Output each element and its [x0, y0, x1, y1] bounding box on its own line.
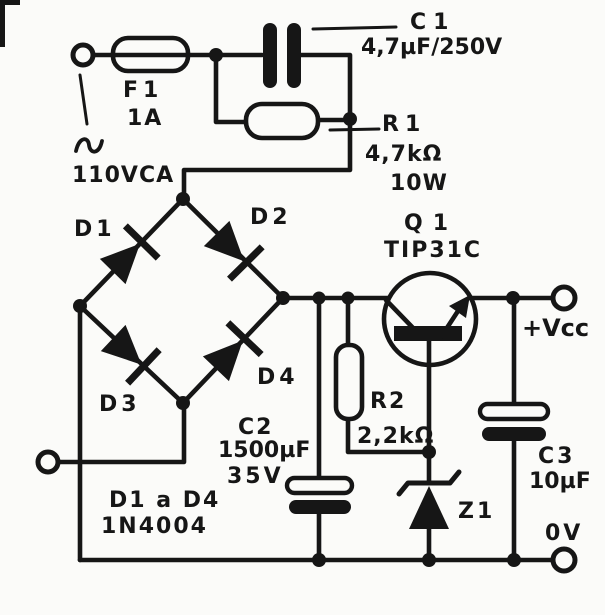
res-r1-label: R1 — [382, 112, 427, 137]
diode-d2-symbol — [203, 220, 265, 282]
diode-d3-label: D3 — [99, 392, 141, 417]
output-vcc-label: +Vcc — [522, 314, 590, 342]
diode-d4-symbol — [202, 320, 264, 382]
cap-c2-label: C2 — [238, 415, 274, 440]
diode-d2-label: D2 — [250, 205, 292, 230]
cap-c2-value: 1500µF — [218, 438, 311, 463]
zener-z1-label: Z1 — [458, 499, 496, 524]
res-r1-symbol — [243, 101, 321, 141]
terminal-0v — [550, 546, 578, 574]
res-r1-power: 10W — [390, 171, 448, 196]
cap-c1-symbol — [263, 23, 301, 88]
wire-ac-return — [56, 401, 187, 465]
terminals — [35, 42, 578, 574]
transistor-q1-symbol — [381, 270, 479, 368]
res-r2-symbol — [333, 342, 365, 422]
zener-z1-symbol — [396, 469, 462, 529]
cap-c1-value: 4,7µF/250V — [361, 35, 503, 60]
cap-c2-symbol — [284, 475, 355, 514]
cap-c2-voltage: 35V — [227, 464, 284, 489]
wire-c1-right-to-bridge-top — [181, 52, 353, 202]
cap-c3-symbol — [477, 401, 551, 441]
wire-r2-bottom — [345, 415, 432, 455]
leader-c1 — [311, 25, 398, 31]
cap-c3-label: C3 — [538, 444, 576, 469]
leader-ac — [78, 73, 89, 126]
output-gnd-label: 0V — [545, 521, 584, 546]
wire-to-r1-left — [213, 52, 250, 125]
diode-note-range: D1 a D4 — [109, 488, 221, 513]
ac-supply-value: 110VCA — [72, 163, 175, 188]
fuse-f1-symbol — [110, 35, 191, 74]
fuse-f1-value: 1A — [127, 106, 164, 131]
terminal-ac-live — [70, 42, 96, 68]
ac-sine-icon — [74, 137, 104, 154]
leader-r1 — [328, 127, 381, 132]
diode-d1-label: D1 — [74, 217, 116, 242]
leader-lines — [78, 25, 398, 132]
res-r2-value: 2,2kΩ — [357, 424, 435, 449]
emitter-arrow — [449, 295, 470, 318]
diode-d3-symbol — [100, 324, 162, 386]
terminal-vcc — [550, 284, 578, 312]
cap-c1-label: C1 — [410, 10, 456, 35]
diode-note-part: 1N4004 — [101, 514, 208, 539]
diode-d1-symbol — [99, 223, 161, 285]
transistor-q1-label: Q1 — [404, 211, 459, 236]
fuse-f1-label: F1 — [123, 78, 164, 103]
junction-dots — [73, 48, 521, 567]
diode-d4-label: D4 — [257, 365, 299, 390]
scan-artifact — [0, 0, 20, 47]
res-r1-value: 4,7kΩ — [365, 142, 443, 167]
transistor-q1-value: TIP31C — [384, 238, 483, 263]
res-r2-label: R2 — [370, 389, 407, 414]
terminal-ac-return — [35, 449, 61, 475]
cap-c3-value: 10µF — [529, 469, 591, 494]
